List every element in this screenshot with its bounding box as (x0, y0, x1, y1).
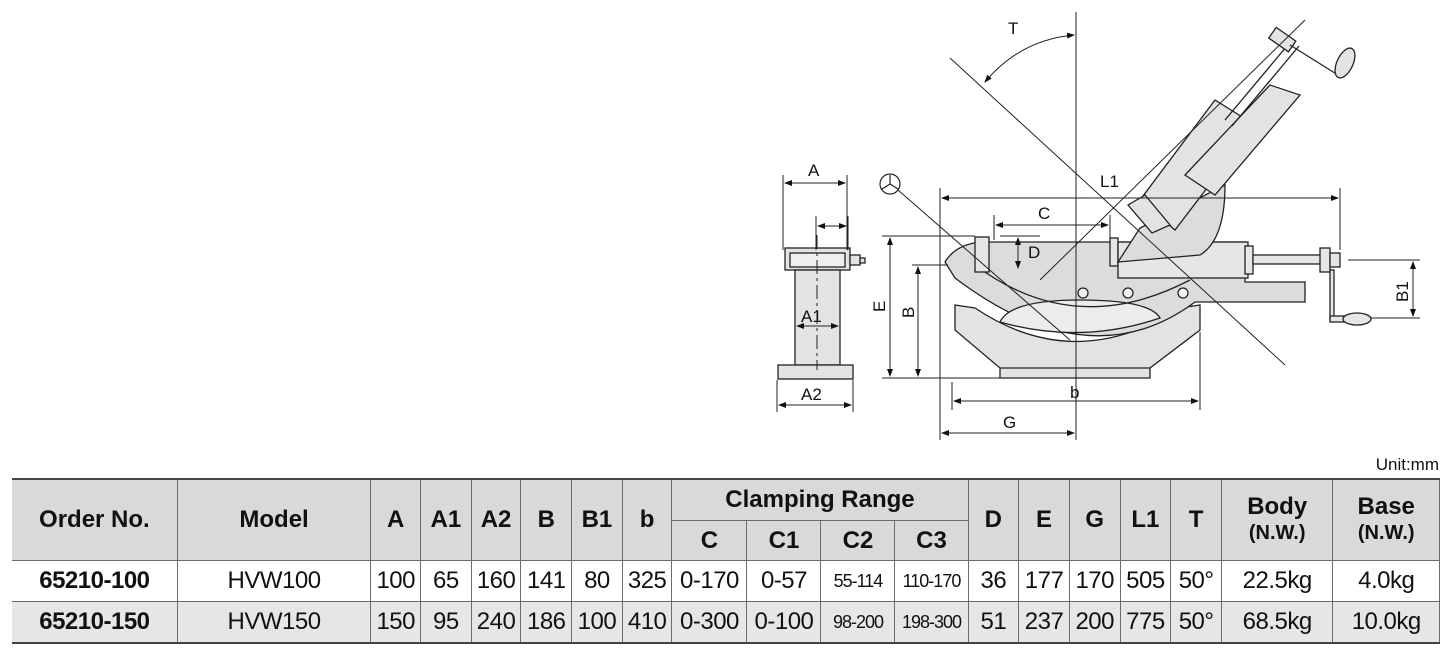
header-C2: C2 (820, 520, 896, 561)
header-base-sub: (N.W.) (1357, 522, 1415, 544)
header-C3: C3 (894, 520, 969, 561)
header-order-no: Order No. (12, 478, 178, 561)
dim-label-C: C (1038, 204, 1050, 223)
header-D: D (968, 478, 1020, 561)
cell-body-weight: 68.5kg (1220, 601, 1334, 644)
cell-L1: 505 (1119, 560, 1172, 602)
cell-G: 200 (1068, 601, 1121, 644)
header-b: b (622, 478, 673, 561)
cell-A1: 95 (420, 601, 472, 644)
header-T: T (1170, 478, 1222, 561)
cell-order-no: 65210-150 (12, 601, 178, 644)
cell-C: 0-300 (671, 601, 748, 644)
cell-D: 51 (967, 601, 1020, 644)
cell-C2: 98-200 (820, 601, 896, 644)
cell-A2: 160 (470, 560, 522, 602)
header-base-weight: Base (N.W.) (1332, 478, 1440, 561)
header-A2: A2 (471, 478, 522, 561)
dim-label-A2: A2 (801, 385, 822, 404)
cell-A: 100 (370, 560, 422, 602)
cell-order-no: 65210-100 (12, 560, 178, 602)
cell-A: 150 (370, 601, 422, 644)
cell-C2: 55-114 (820, 560, 896, 602)
cell-C1: 0-57 (746, 560, 822, 602)
header-A1: A1 (420, 478, 472, 561)
cell-A2: 240 (470, 601, 522, 644)
swivel-scale-icon (879, 173, 901, 195)
dim-label-b: b (1070, 383, 1079, 402)
header-A: A (370, 478, 422, 561)
dim-label-B1: B1 (1393, 281, 1412, 302)
cell-model: HVW100 (176, 560, 372, 602)
cell-C3: 198-300 (894, 601, 969, 644)
cell-L1: 775 (1119, 601, 1172, 644)
cell-D: 36 (967, 560, 1020, 602)
header-B: B (520, 478, 573, 561)
cell-base-weight: 4.0kg (1332, 560, 1440, 602)
header-C: C (671, 520, 748, 561)
vise-base (954, 304, 1201, 379)
cell-B1: 100 (571, 601, 623, 644)
cell-T: 50° (1170, 601, 1222, 644)
header-B1: B1 (571, 478, 623, 561)
cell-body-weight: 22.5kg (1220, 560, 1334, 602)
unit-note: Unit:mm (1375, 455, 1439, 474)
table-row: 65210-150 HVW150 150 95 240 186 100 410 … (12, 601, 1440, 644)
cell-B: 186 (520, 601, 573, 644)
cell-base-weight: 10.0kg (1332, 601, 1440, 644)
dim-label-D: D (1028, 243, 1040, 262)
vise-technical-drawing: A A1 A2 (776, 12, 1420, 440)
cell-b: 410 (621, 601, 673, 644)
header-L1: L1 (1120, 478, 1172, 561)
vise-tilted-arm (1116, 26, 1356, 263)
dim-label-L1: L1 (1100, 172, 1119, 191)
cell-C3: 110-170 (894, 560, 969, 602)
cell-G: 170 (1068, 560, 1121, 602)
cell-T: 50° (1170, 560, 1222, 602)
cell-b: 325 (621, 560, 673, 602)
cell-C: 0-170 (671, 560, 748, 602)
cell-B1: 80 (571, 560, 623, 602)
header-body-label: Body (1247, 493, 1308, 520)
header-G: G (1069, 478, 1121, 561)
dim-label-E: E (870, 301, 889, 312)
cell-model: HVW150 (176, 601, 372, 644)
cell-E: 237 (1018, 601, 1070, 644)
header-body-sub: (N.W.) (1248, 522, 1306, 544)
dim-label-A1: A1 (801, 307, 822, 326)
cell-C1: 0-100 (746, 601, 822, 644)
header-clamping-range: Clamping Range (671, 478, 969, 521)
table-row: 65210-100 HVW100 100 65 160 141 80 325 0… (12, 560, 1440, 602)
dim-label-T: T (1008, 19, 1018, 38)
header-base-label: Base (1357, 493, 1415, 520)
dim-label-G: G (1003, 413, 1016, 432)
dim-label-B: B (899, 307, 918, 318)
header-body-weight: Body (N.W.) (1221, 478, 1334, 561)
header-E: E (1018, 478, 1070, 561)
cell-B: 141 (520, 560, 573, 602)
cell-E: 177 (1018, 560, 1070, 602)
dim-label-A: A (808, 161, 820, 180)
cell-A1: 65 (420, 560, 472, 602)
vise-screw-handle (1252, 247, 1372, 326)
spec-table: Order No. Model A A1 A2 B B1 b Clamping … (12, 478, 1440, 644)
header-C1: C1 (746, 520, 822, 561)
header-model: Model (177, 478, 372, 561)
